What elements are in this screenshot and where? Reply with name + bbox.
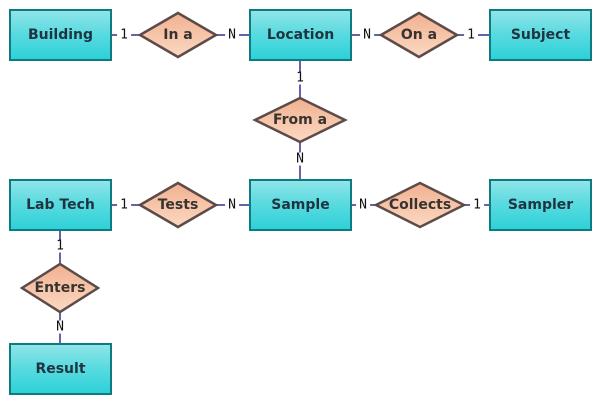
cardinality-building-in-a: 1 <box>117 28 131 42</box>
cardinality-in-a-location: N <box>225 28 239 42</box>
cardinality-labtech-tests: 1 <box>117 198 131 212</box>
cardinality-tests-sample: N <box>225 198 239 212</box>
cardinality-location-on-a: N <box>360 28 374 42</box>
entity-subject-label: Subject <box>510 27 571 43</box>
entity-sampler-label: Sampler <box>507 197 574 213</box>
cardinality-enters-result: N <box>53 320 67 334</box>
entity-building[interactable]: Building <box>9 9 112 61</box>
entity-sampler[interactable]: Sampler <box>489 179 592 231</box>
cardinality-on-a-subject: 1 <box>464 28 478 42</box>
cardinality-sample-collects: N <box>356 198 370 212</box>
entity-location-label: Location <box>266 27 335 43</box>
relationship-on-a-diamond[interactable] <box>378 11 460 59</box>
entity-sample[interactable]: Sample <box>249 179 352 231</box>
relationship-from-a-diamond[interactable] <box>252 96 348 144</box>
entity-lab-tech[interactable]: Lab Tech <box>9 179 112 231</box>
relationship-tests-diamond[interactable] <box>137 181 219 229</box>
entity-result[interactable]: Result <box>9 343 112 395</box>
relationship-collects-diamond[interactable] <box>373 181 467 229</box>
cardinality-labtech-enters: 1 <box>53 239 67 253</box>
relationship-in-a-diamond[interactable] <box>137 11 219 59</box>
cardinality-location-from-a: 1 <box>293 71 307 85</box>
relationship-enters-diamond[interactable] <box>19 262 101 314</box>
entity-sample-label: Sample <box>271 197 330 213</box>
entity-result-label: Result <box>35 361 86 377</box>
cardinality-collects-sampler: 1 <box>470 198 484 212</box>
entity-location[interactable]: Location <box>249 9 352 61</box>
entity-subject[interactable]: Subject <box>489 9 592 61</box>
entity-building-label: Building <box>27 27 94 43</box>
entity-lab-tech-label: Lab Tech <box>26 197 95 213</box>
cardinality-from-a-sample: N <box>293 152 307 166</box>
